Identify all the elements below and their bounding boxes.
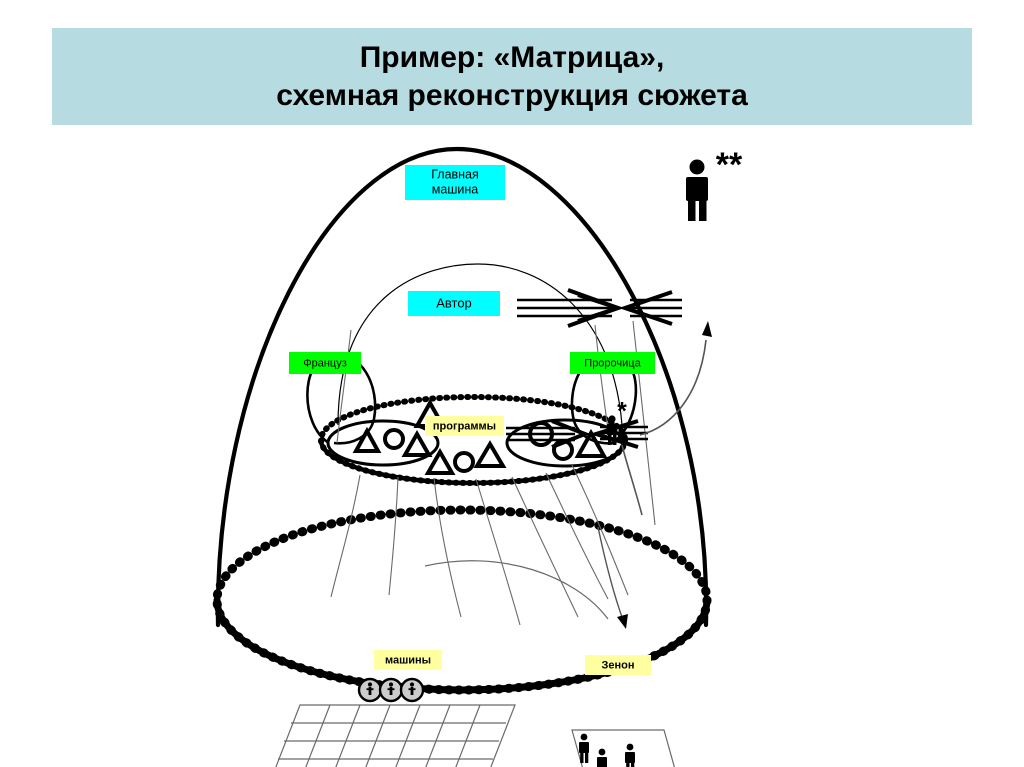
- agent-icon-3: [399, 677, 425, 703]
- figure-neo-small: [606, 415, 618, 445]
- outer-dome-shape: [215, 146, 709, 628]
- figure-zion-3: [625, 743, 635, 767]
- box-machines-label: машины: [385, 654, 431, 666]
- pointer-arrow-to-neo-large: [639, 321, 712, 436]
- pointer-arrow-to-neo-small: [618, 427, 643, 516]
- box-programs-label: программы: [433, 420, 496, 432]
- figure-zion-1: [579, 733, 589, 763]
- program-shapes: [352, 398, 608, 475]
- marker-two-star: **: [716, 146, 743, 184]
- title-line-1: Пример: «Матрица»,: [359, 40, 665, 74]
- marker-one-star: *: [617, 398, 627, 426]
- box-frenchman-label: Француз: [303, 357, 347, 369]
- agent-icon-1: [357, 677, 383, 703]
- program-world-connectors: [330, 464, 629, 626]
- inner-dome-shape: [337, 263, 623, 426]
- box-main-machine-label-line1: Главная: [431, 167, 479, 181]
- zion-platform: [571, 729, 675, 767]
- pointer-arrow-to-zion: [597, 526, 628, 629]
- figure-neo-large: [686, 159, 708, 221]
- title-line-2: схемная реконструкция сюжета: [276, 78, 748, 112]
- machines-grid: [275, 704, 516, 767]
- agent-icon-2: [378, 677, 404, 703]
- box-oracle-label: Пророчица: [584, 357, 641, 369]
- box-author-label: Автор: [436, 295, 472, 310]
- diagram-canvas: ** * Главная машина Автор Француз: [0, 125, 1024, 767]
- box-frenchman[interactable]: Француз: [289, 352, 361, 374]
- box-author[interactable]: Автор: [408, 291, 500, 316]
- box-programs[interactable]: программы: [425, 416, 504, 436]
- page-title: Пример: «Матрица», схемная реконструкция…: [52, 28, 972, 125]
- box-oracle[interactable]: Пророчица: [570, 352, 655, 374]
- pointer-arrow-agents-to-zion: [424, 560, 609, 620]
- figure-zion-2: [597, 748, 607, 767]
- base-ellipse-solid-bottom: [213, 596, 711, 694]
- box-main-machine[interactable]: Главная машина: [405, 165, 505, 200]
- box-main-machine-label-line2: машина: [432, 182, 478, 196]
- box-zion[interactable]: Зенон: [585, 655, 651, 675]
- arrows-main-machine: [517, 288, 682, 328]
- box-zion-label: Зенон: [601, 659, 634, 671]
- box-machines[interactable]: машины: [374, 650, 442, 670]
